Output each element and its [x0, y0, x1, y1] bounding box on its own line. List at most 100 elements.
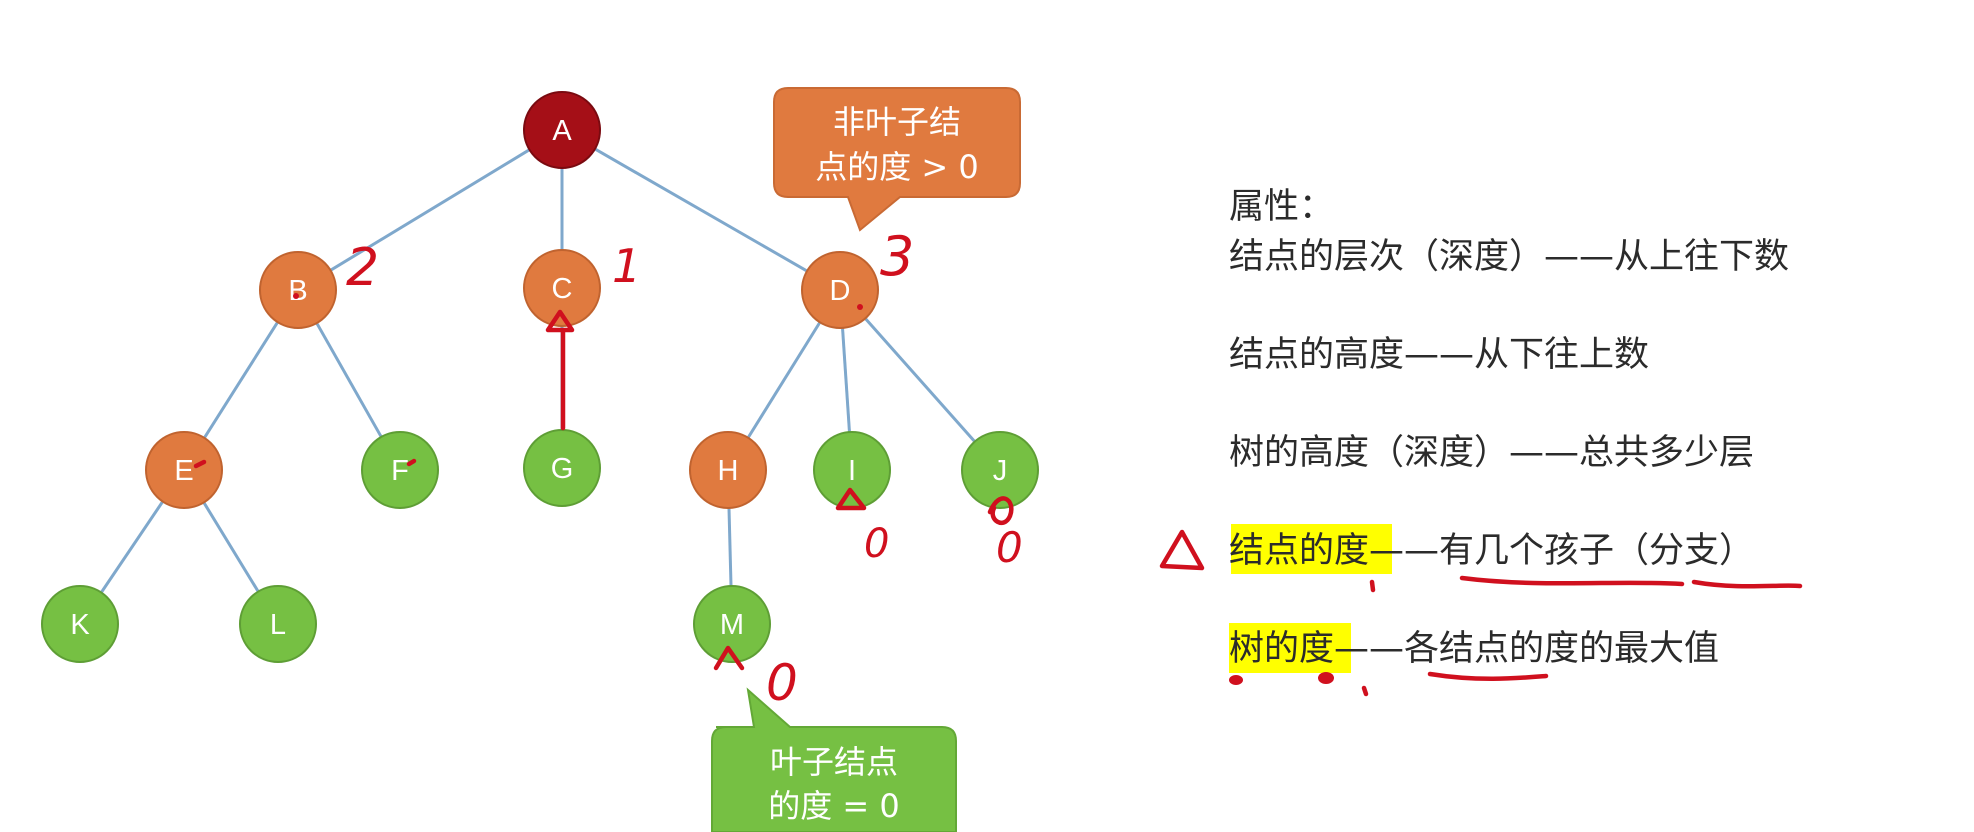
property-desc: 有几个孩子（分支） — [1439, 531, 1754, 571]
ink-tick — [1369, 579, 1376, 593]
property-sep: —— — [1509, 433, 1579, 473]
property-desc: 各结点的度的最大值 — [1404, 629, 1719, 669]
callout-leaf-line2: 的度 = 0 — [768, 787, 900, 825]
property-term: 结点的高度 — [1229, 335, 1404, 375]
tree-node-label: G — [551, 453, 574, 485]
tree-node-circle — [689, 431, 767, 509]
property-sep: —— — [1544, 237, 1614, 277]
tree-edge-d-h — [746, 321, 822, 439]
tree-node-l: L — [239, 585, 317, 663]
tree-edge-b-f — [315, 322, 383, 438]
tree-node-circle — [361, 431, 439, 509]
ink-dot — [1318, 672, 1334, 684]
degree-mark-M: 0 — [766, 654, 798, 712]
ink-underline-children — [1459, 575, 1685, 587]
tree-edge-a-b — [329, 148, 531, 272]
tree-node-label: F — [391, 455, 409, 487]
ink-tick — [1361, 685, 1369, 697]
tree-node-label: C — [552, 273, 573, 305]
tree-nodes: A B C D E F G H I J K L M — [41, 91, 1039, 663]
highlight-tree-degree — [1229, 623, 1351, 673]
degree-mark-B: 2 — [346, 238, 379, 298]
ink-dot — [293, 293, 299, 299]
property-desc: 从上往下数 — [1614, 237, 1789, 277]
tree-edge-e-l — [202, 501, 260, 593]
tree-node-label: A — [552, 115, 572, 147]
tree-node-j: J — [961, 431, 1039, 509]
tree-edges — [100, 147, 976, 594]
tree-edge-h-m — [727, 507, 733, 587]
tree-node-circle — [239, 585, 317, 663]
property-item: 树的高度（深度）——总共多少层 — [1229, 433, 1754, 473]
tree-node-d: D — [801, 251, 879, 329]
callout-nonleaf-line1: 非叶子结 — [833, 103, 961, 141]
tree-node-label: B — [288, 275, 307, 307]
tree-node-i: I — [813, 431, 891, 509]
tree-node-c: C — [523, 249, 601, 327]
tree-node-g: G — [523, 429, 601, 507]
tree-node-f: F — [361, 431, 439, 509]
tree-node-circle — [259, 251, 337, 329]
tree-node-label: L — [270, 609, 286, 641]
tree-node-k: K — [41, 585, 119, 663]
ink-tick — [193, 459, 207, 469]
degree-mark-D: 3 — [880, 225, 914, 288]
tree-node-label: J — [993, 455, 1008, 487]
ink-tick — [406, 458, 417, 467]
tree-node-label: I — [848, 455, 856, 487]
callout-nonleaf-line2: 点的度 > 0 — [815, 148, 979, 186]
ink-triangle-panel — [1159, 529, 1205, 571]
tree-node-circle — [523, 91, 601, 169]
tree-edge-e-k — [100, 500, 164, 594]
tree-node-a: A — [523, 91, 601, 169]
ink-underline-each-node — [1427, 671, 1549, 682]
highlight-node-degree — [1231, 524, 1392, 574]
property-sep: —— — [1334, 629, 1404, 669]
tree-node-label: M — [720, 609, 744, 641]
property-item: 结点的层次（深度）——从上往下数 — [1229, 237, 1789, 277]
handwritten-annotations: 2 1 3 0 0 0 — [193, 225, 1803, 712]
property-term: 树的度 — [1229, 629, 1334, 669]
property-sep: —— — [1404, 335, 1474, 375]
properties-heading: 属性： — [1229, 187, 1334, 227]
callout-nonleaf-degree: 非叶子结 点的度 > 0 — [773, 87, 1021, 232]
callout-leaf-degree: 叶子结点 的度 = 0 — [711, 687, 957, 832]
property-term: 结点的度 — [1229, 531, 1369, 571]
property-desc: 从下往上数 — [1474, 335, 1649, 375]
tree-node-circle — [41, 585, 119, 663]
ink-mark-j — [987, 496, 1014, 526]
tree-node-circle — [961, 431, 1039, 509]
ink-triangle-i — [835, 487, 867, 511]
ink-underline-branches — [1691, 579, 1803, 589]
degree-mark-I: 0 — [864, 521, 889, 567]
tree-node-label: H — [718, 455, 739, 487]
callout-leaf-line1: 叶子结点 — [770, 743, 898, 781]
property-item: 树的度——各结点的度的最大值 — [1229, 629, 1719, 669]
tree-edge-d-i — [841, 327, 851, 433]
degree-mark-J: 0 — [996, 523, 1023, 572]
tree-node-label: K — [70, 609, 90, 641]
tree-node-b: B — [259, 251, 337, 329]
property-desc: 总共多少层 — [1579, 433, 1754, 473]
ink-dot — [1229, 675, 1243, 685]
property-sep: —— — [1369, 531, 1439, 571]
tree-edge-b-e — [203, 321, 279, 439]
degree-mark-C: 1 — [612, 239, 641, 293]
tree-node-label: D — [830, 275, 851, 307]
property-term: 结点的层次（深度） — [1229, 237, 1544, 277]
ink-dot — [857, 304, 863, 310]
tree-node-h: H — [689, 431, 767, 509]
tree-node-m: M — [693, 585, 771, 663]
ink-triangle-c — [545, 309, 575, 333]
tree-node-circle — [523, 249, 601, 327]
tree-edge-a-d — [594, 147, 808, 273]
property-item: 结点的高度——从下往上数 — [1229, 335, 1649, 375]
ink-triangle-m — [713, 645, 745, 671]
tree-node-e: E — [145, 431, 223, 509]
property-term: 树的高度（深度） — [1229, 433, 1509, 473]
tree-node-label: E — [174, 455, 193, 487]
tree-node-circle — [145, 431, 223, 509]
properties-panel: 属性： 结点的层次（深度）——从上往下数 结点的高度——从下往上数 树的高度（深… — [1229, 187, 1789, 673]
tree-node-circle — [693, 585, 771, 663]
